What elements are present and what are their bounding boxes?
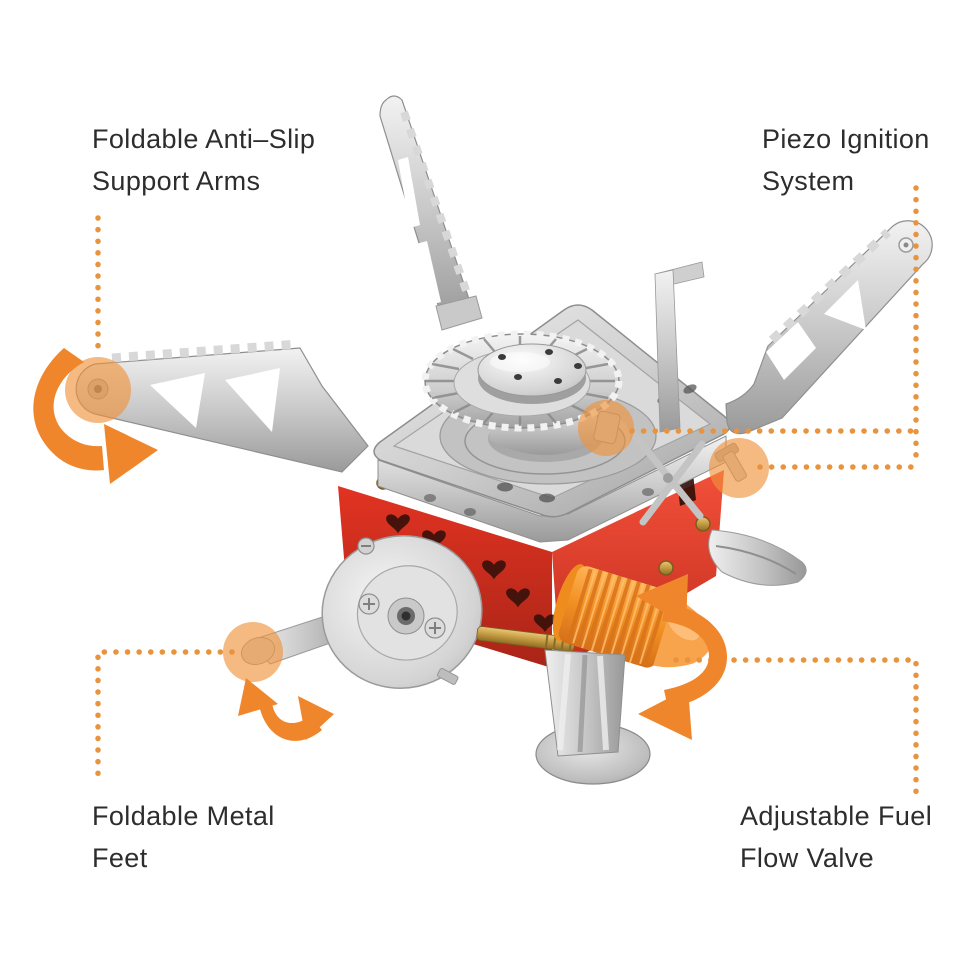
label-support-arms: Foldable Anti–Slip Support Arms <box>92 118 315 202</box>
highlight-dots <box>65 357 769 682</box>
fuel-valve-knob <box>552 564 714 668</box>
support-arm-left <box>75 339 369 473</box>
label-support-arms-line1: Foldable Anti–Slip <box>92 124 316 154</box>
rear-folded-foot <box>708 529 807 586</box>
highlight-dot-foot <box>223 622 283 682</box>
vent-holes <box>386 514 557 632</box>
arm-rotation-arrow-icon <box>33 348 158 484</box>
piezo-bracket <box>628 261 706 526</box>
label-piezo-line2: System <box>762 166 855 196</box>
front-foot <box>535 649 651 785</box>
valve-rotation-arrow-icon <box>636 574 727 740</box>
label-feet: Foldable Metal Feet <box>92 795 275 879</box>
label-support-arms-line2: Support Arms <box>92 166 261 196</box>
leader-lines <box>95 185 919 795</box>
label-valve: Adjustable Fuel Flow Valve <box>740 795 932 879</box>
disc-screws <box>357 537 446 639</box>
label-feet-line1: Foldable Metal <box>92 801 275 831</box>
leader-line-valve <box>673 657 919 795</box>
burner <box>421 330 626 475</box>
label-piezo-line1: Piezo Ignition <box>762 124 930 154</box>
label-piezo: Piezo Ignition System <box>762 118 930 202</box>
highlight-dot-arm-pivot <box>65 357 131 423</box>
rotation-arrows <box>33 348 727 741</box>
round-mount-plate <box>321 535 483 689</box>
label-feet-line2: Feet <box>92 843 148 873</box>
support-arm-top <box>379 95 483 331</box>
support-arm-right <box>725 220 933 435</box>
foot-rotation-arrow-icon <box>238 678 334 741</box>
burner-cap-holes <box>498 349 582 384</box>
leader-line-piezo <box>629 185 919 470</box>
label-valve-line1: Adjustable Fuel <box>740 801 933 831</box>
highlight-dot-piezo-clamp <box>578 400 634 456</box>
leader-line-feet <box>95 649 235 783</box>
highlight-dot-piezo-pin <box>709 438 769 498</box>
label-valve-line2: Flow Valve <box>740 843 875 873</box>
